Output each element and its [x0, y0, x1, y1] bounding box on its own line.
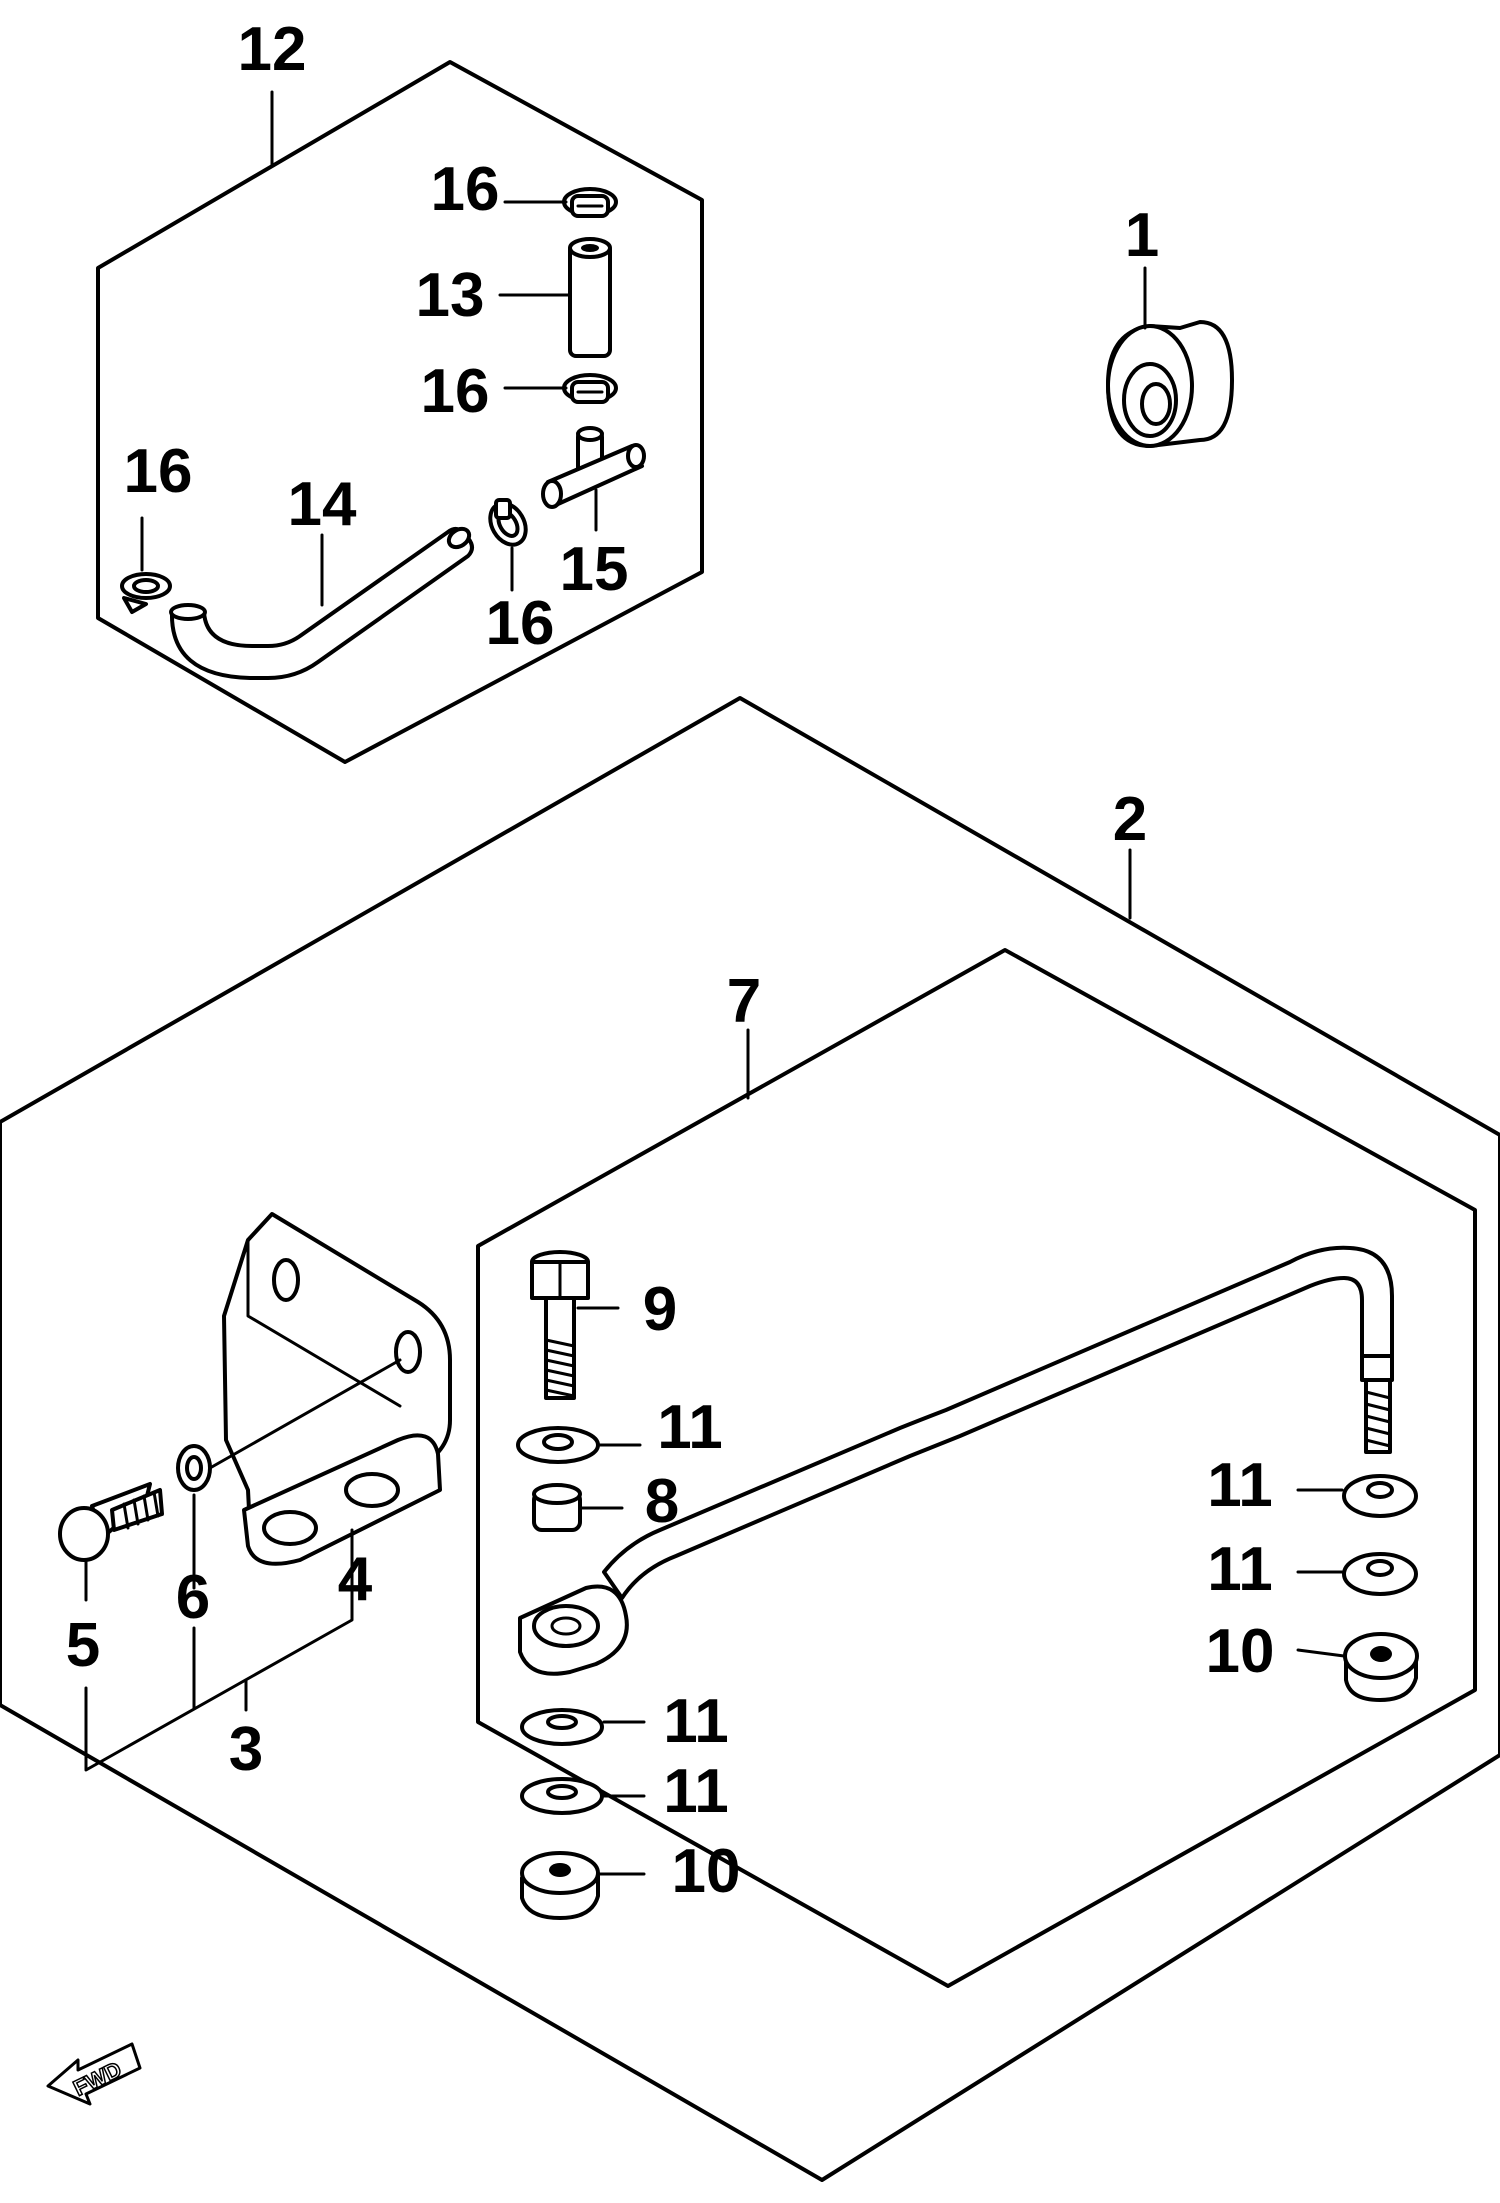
callout-16-top: 16: [431, 155, 500, 224]
leader-3-bracket: [84, 1608, 354, 1772]
attachment-frame: [0, 696, 1500, 2182]
link-bolt: [530, 1250, 590, 1400]
callout-11-right-upper: 11: [1207, 1451, 1273, 1520]
washer-right-upper: [1342, 1474, 1418, 1518]
bent-hose: [169, 526, 474, 680]
callout-12: 12: [238, 15, 307, 84]
attachment-group: 2 4 6 5: [0, 696, 1500, 2182]
callout-11-upper-left: 11: [657, 1393, 723, 1462]
callout-16-right: 16: [486, 589, 555, 658]
callout-5: 5: [66, 1611, 100, 1680]
short-hose: [568, 237, 612, 358]
callout-3: 3: [229, 1715, 263, 1784]
washer-small: [176, 1444, 212, 1492]
washer-lower-left-lower: [520, 1777, 604, 1815]
hose-kit-frame: [96, 60, 704, 764]
t-joint: [541, 426, 646, 509]
hose-clamp-right: [488, 498, 528, 547]
leader-10-right: [1296, 1648, 1346, 1658]
nut-left: [520, 1851, 600, 1920]
hose-kit-group: 12 16 13 16: [96, 15, 704, 764]
callout-11-lower-left-lower: 11: [663, 1757, 729, 1826]
bracket: [208, 1212, 452, 1566]
link-rod-group: 7 9 11 8: [476, 948, 1477, 1988]
washer-upper-left: [516, 1426, 600, 1464]
callout-1: 1: [1125, 201, 1159, 270]
washer-lower-left-upper: [520, 1708, 604, 1746]
callout-15: 15: [560, 535, 629, 604]
callout-11-right-lower: 11: [1207, 1535, 1273, 1604]
callout-4: 4: [338, 1545, 373, 1614]
nut-right: [1343, 1632, 1419, 1702]
forward-direction-arrow: FWD: [46, 2042, 142, 2106]
callout-10-left: 10: [672, 1837, 741, 1906]
link-rod-frame: [476, 948, 1477, 1988]
callout-10-right: 10: [1206, 1617, 1275, 1686]
callout-2: 2: [1113, 785, 1147, 854]
callout-9: 9: [643, 1275, 677, 1344]
bracket-bolt: [58, 1482, 164, 1562]
callout-7: 7: [727, 967, 761, 1036]
callout-13: 13: [416, 261, 485, 330]
collar: [532, 1483, 582, 1532]
callout-6: 6: [176, 1563, 210, 1632]
callout-16-left: 16: [124, 437, 193, 506]
callout-14: 14: [288, 470, 357, 539]
roller: [1106, 320, 1234, 448]
hose-clamp-middle: [562, 373, 618, 404]
washer-right-lower: [1342, 1552, 1418, 1596]
hose-clamp-left: [120, 572, 172, 614]
callout-11-lower-left-upper: 11: [663, 1687, 729, 1756]
link-rod: [518, 1245, 1394, 1676]
callout-16-middle: 16: [421, 357, 490, 426]
hose-clamp-top: [562, 187, 618, 218]
